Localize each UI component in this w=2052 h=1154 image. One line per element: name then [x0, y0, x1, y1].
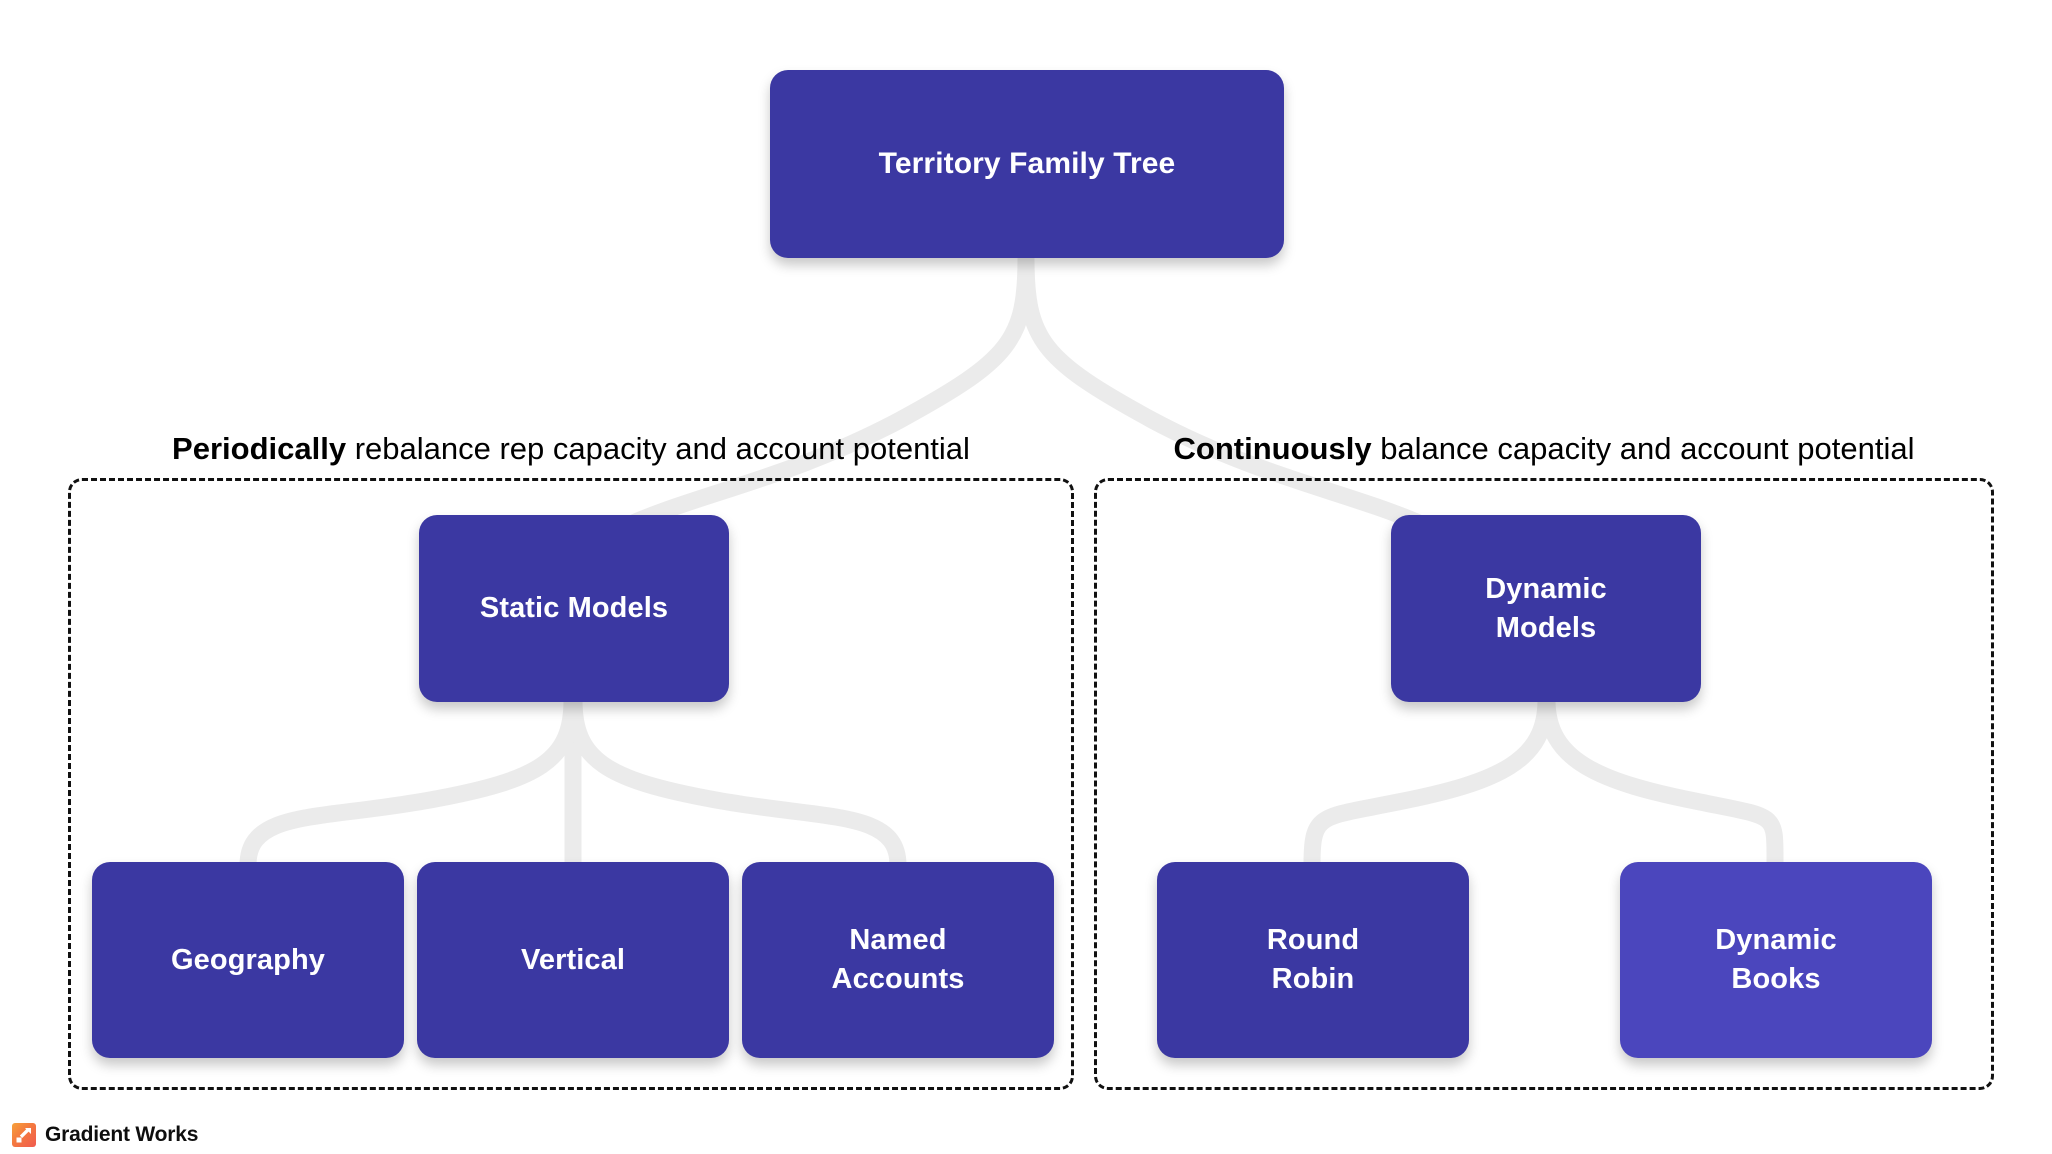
node-label: Static Models — [479, 592, 669, 624]
node-label: Geography — [171, 943, 325, 976]
node-label: Round Robin — [1266, 924, 1360, 995]
node-label: Dynamic Books — [1715, 924, 1837, 995]
node-territory-family-tree[interactable]: Territory Family Tree — [770, 70, 1284, 258]
gradient-works-logo-icon — [12, 1123, 36, 1147]
group-caption-continuous-lead: Continuously — [1173, 431, 1372, 466]
group-caption-continuous-rest: balance capacity and account potential — [1371, 431, 1915, 466]
group-caption-periodic-lead: Periodically — [172, 431, 347, 466]
node-vertical[interactable]: Vertical — [417, 862, 729, 1058]
node-geography[interactable]: Geography — [92, 862, 404, 1058]
group-caption-periodic: Periodically rebalance rep capacity and … — [68, 430, 1074, 468]
node-static-models[interactable]: Static Models — [419, 515, 729, 702]
group-panel-continuous — [1094, 478, 1994, 1090]
group-caption-periodic-rest: rebalance rep capacity and account poten… — [346, 431, 970, 466]
node-label: Vertical — [521, 943, 625, 976]
node-label: Territory Family Tree — [878, 147, 1176, 180]
brand-name: Gradient Works — [45, 1123, 199, 1146]
node-dynamic-books[interactable]: Dynamic Books — [1620, 862, 1932, 1058]
group-caption-continuous: Continuously balance capacity and accoun… — [1094, 430, 1994, 468]
node-named-accounts[interactable]: Named Accounts — [742, 862, 1054, 1058]
node-dynamic-models[interactable]: Dynamic Models — [1391, 515, 1701, 702]
node-label: Dynamic Models — [1485, 572, 1607, 644]
node-round-robin[interactable]: Round Robin — [1157, 862, 1469, 1058]
brand-lockup: Gradient Works — [12, 1120, 198, 1150]
node-label: Named Accounts — [831, 924, 965, 995]
